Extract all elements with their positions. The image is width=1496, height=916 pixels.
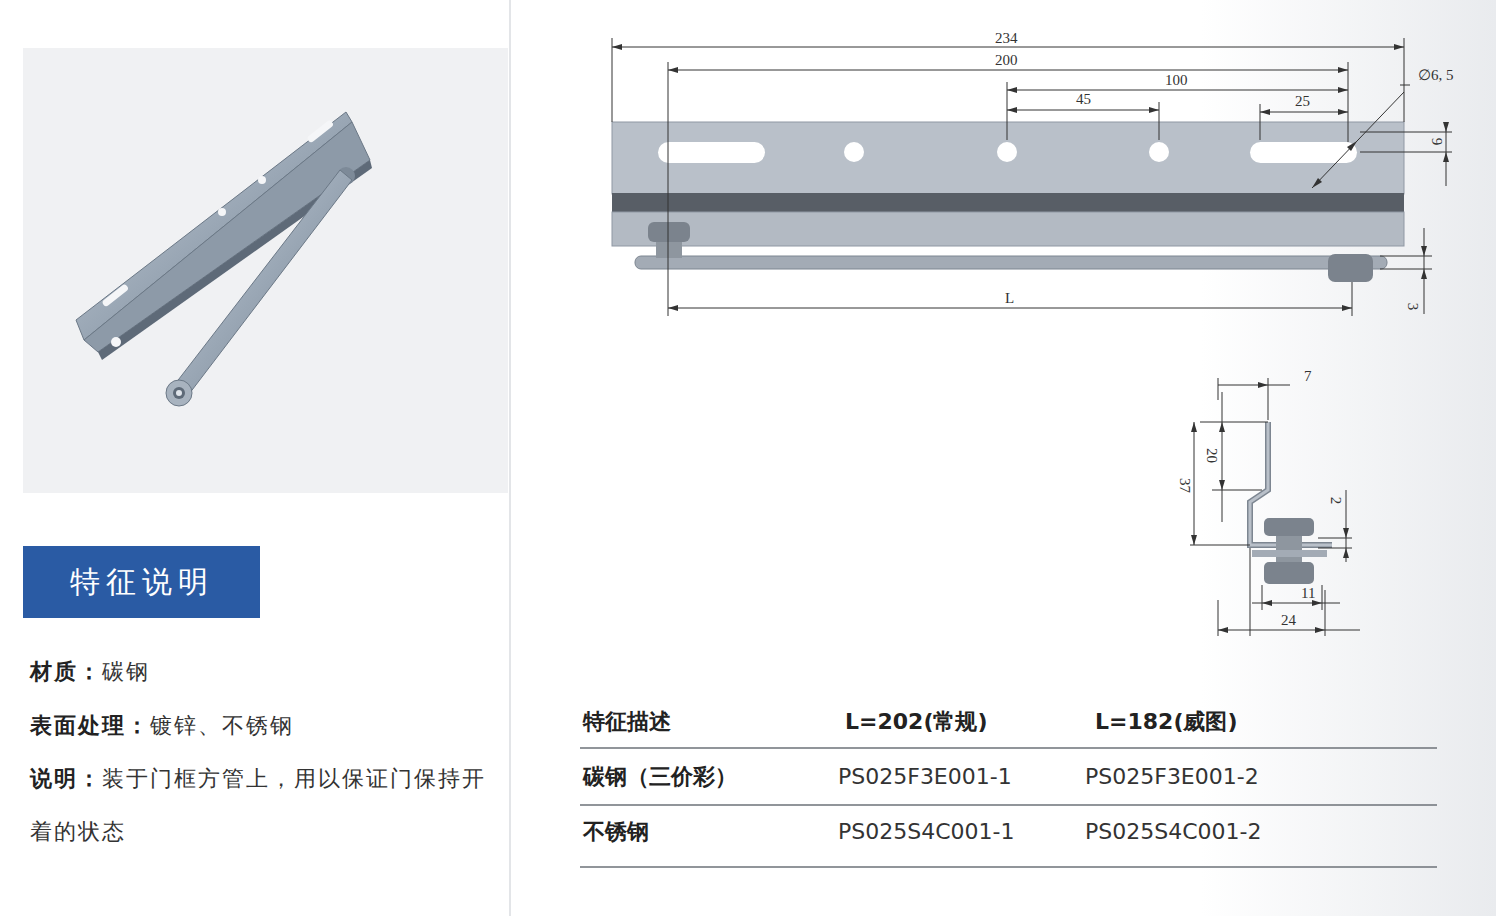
part-number: PS025S4C001-1 — [838, 821, 1014, 843]
bracket-front-view — [612, 122, 1404, 282]
row-header: 不锈钢 — [583, 821, 649, 843]
feature-key: 材质： — [30, 659, 102, 684]
table-header: L=182(威图) — [1095, 711, 1237, 733]
dimension-text: 37 — [1177, 478, 1192, 493]
feature-line: 表面处理：镀锌、不锈钢 — [30, 699, 500, 752]
part-number: PS025S4C001-2 — [1085, 821, 1261, 843]
table-header: L=202(常规) — [845, 711, 987, 733]
dimension-text: 9 — [1429, 138, 1444, 146]
table-header: 特征描述 — [583, 711, 671, 733]
bracket-side-view — [1250, 422, 1332, 584]
part-number: PS025F3E001-2 — [1085, 766, 1259, 788]
feature-value: 碳钢 — [102, 659, 150, 684]
part-number: PS025F3E001-1 — [838, 766, 1012, 788]
feature-key: 说明： — [30, 766, 102, 791]
dimension-text: 234 — [995, 31, 1018, 46]
side-dimension-lines — [1190, 378, 1360, 636]
feature-key: 表面处理： — [30, 713, 150, 738]
table-rules — [580, 748, 1437, 867]
dimension-text: 25 — [1295, 94, 1310, 109]
feature-value: 镀锌、不锈钢 — [150, 713, 294, 738]
side-arrowheads — [1191, 382, 1349, 633]
dimension-text: 100 — [1165, 73, 1188, 88]
feature-line: 说明：装于门框方管上，用以保证门保持开着的状态 — [30, 752, 488, 858]
dimension-text: 24 — [1281, 613, 1296, 628]
dimension-text: 200 — [995, 53, 1018, 68]
arrowheads — [612, 44, 1449, 311]
dimension-text: 45 — [1076, 92, 1091, 107]
dimension-text: 3 — [1405, 303, 1420, 311]
row-header: 碳钢（三价彩） — [583, 766, 737, 788]
dimension-text: ∅6, 5 — [1418, 68, 1454, 83]
dimension-text: 2 — [1328, 497, 1343, 505]
dimension-text: 7 — [1304, 369, 1312, 384]
section-banner: 特征说明 — [23, 546, 260, 618]
dimension-text: L — [1005, 291, 1014, 306]
dimension-text: 20 — [1204, 448, 1219, 463]
dimension-lines — [612, 38, 1452, 316]
strut — [166, 167, 355, 406]
banner-text: 特征说明 — [70, 562, 214, 603]
divider — [509, 0, 511, 916]
feature-line: 材质：碳钢 — [30, 645, 500, 698]
dimension-text: 11 — [1301, 586, 1315, 601]
